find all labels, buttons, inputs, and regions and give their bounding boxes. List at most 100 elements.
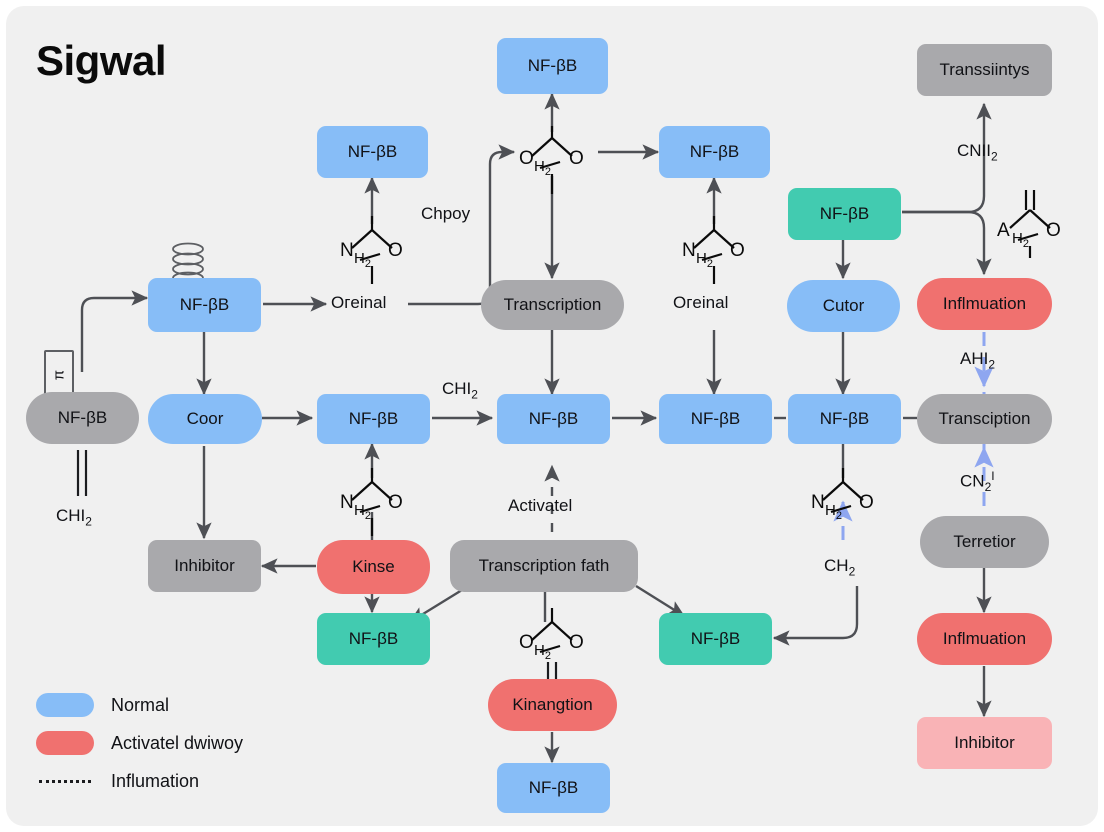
edge-label-cn2i: CN2I — [960, 469, 995, 495]
node-label: Coor — [186, 408, 224, 428]
node-transcription-fath[interactable]: Transcription fath — [450, 540, 638, 592]
chem-glyph-mid-left: N H2 O — [330, 466, 414, 536]
node-nf-kb-top-center[interactable]: NF-βB — [497, 38, 608, 94]
chem-glyph-top-center: O H2 O — [510, 124, 594, 194]
node-label: NF-βB — [690, 628, 741, 648]
node-nf-kb-helix[interactable]: NF-βB — [148, 278, 261, 332]
edge-label-odeinal-right: Oгeinal — [673, 293, 729, 312]
chem-atom-left: O — [519, 632, 534, 653]
node-label: Inflmuation — [942, 293, 1027, 313]
node-nf-kb-mid-3[interactable]: NF-βB — [659, 394, 772, 444]
legend-label: Activatel dwiwoy — [111, 732, 244, 753]
node-inflmuation-top[interactable]: Inflmuation — [917, 278, 1052, 330]
node-nf-kb-pi[interactable]: NF-βB — [26, 392, 139, 444]
edge-label-cnii2: CNII2 — [957, 141, 998, 164]
node-coor[interactable]: Coor — [148, 394, 262, 444]
node-label: Kinse — [352, 556, 395, 576]
chem-atom-right: O — [1046, 220, 1061, 241]
edge-label-ahi2: AHI2 — [960, 349, 996, 372]
node-label: Transsiintys — [939, 59, 1030, 79]
edge-label-odeinal-left: Oгeinal — [331, 293, 387, 312]
chem-atom-mid: H2 — [354, 250, 371, 270]
legend-label: Normal — [111, 694, 170, 715]
legend-item-activated: Activatel dwiwoy — [36, 730, 243, 756]
legend-swatch-normal — [36, 693, 94, 717]
node-label: NF-βB — [819, 408, 870, 428]
node-label: NF-βB — [179, 294, 230, 314]
node-nf-kb-top-left[interactable]: NF-βB — [317, 126, 428, 178]
chem-atom-left: N — [811, 492, 825, 513]
node-nf-kb-mid-1[interactable]: NF-βB — [317, 394, 430, 444]
chem-atom-left: N — [340, 240, 354, 261]
chem-atom-mid: H2 — [534, 642, 551, 662]
edge-label-activatel: Activatel — [508, 496, 573, 515]
page-title: Sigwal — [36, 37, 167, 84]
chem-atom-right: O — [859, 492, 874, 513]
node-label: Transcription — [503, 294, 602, 314]
chem-atom-mid: H2 — [354, 502, 371, 522]
node-label: NF-βB — [347, 141, 398, 161]
node-label: NF-βB — [689, 141, 740, 161]
node-label: NF-βB — [348, 408, 399, 428]
node-terretior[interactable]: Terretior — [920, 516, 1049, 568]
node-nf-kb-bottom[interactable]: NF-βB — [497, 763, 610, 813]
node-label: Transcription fath — [478, 555, 610, 575]
node-label: Transciption — [938, 408, 1031, 428]
node-label: Cutor — [822, 295, 865, 315]
chem-glyph-top-right: N H2 O — [672, 214, 756, 284]
legend-item-inflammation: Influmation — [36, 768, 199, 794]
node-label: NF-βB — [527, 55, 578, 75]
chem-atom-left: N — [682, 240, 696, 261]
edge-label-chi2-left: CHI2 — [56, 506, 92, 529]
legend-label: Influmation — [111, 770, 200, 791]
node-nf-kb-mid-4[interactable]: NF-βB — [788, 394, 901, 444]
chem-atom-left: N — [340, 492, 354, 513]
node-kinse[interactable]: Kinse — [317, 540, 430, 594]
node-nf-kb-top-right[interactable]: NF-βB — [659, 126, 770, 178]
node-label: Inhibitor — [174, 555, 235, 575]
node-label: NF-βB — [528, 777, 579, 797]
legend-swatch-activated — [36, 731, 94, 755]
node-label: NF-βB — [57, 407, 108, 427]
pi-glyph: π — [50, 369, 68, 381]
chem-glyph-top-left: N H2 O — [330, 214, 414, 284]
node-transsiintys[interactable]: Transsiintys — [917, 44, 1052, 96]
chem-atom-mid: H2 — [1012, 230, 1029, 250]
chem-glyph-mid-right: N H2 O — [801, 466, 885, 536]
legend-swatch-dashed — [39, 779, 91, 783]
node-nf-kb-green-bottom-right[interactable]: NF-βB — [659, 613, 772, 665]
node-label: Kinangtion — [512, 694, 593, 714]
node-cutor[interactable]: Cutor — [787, 280, 900, 332]
node-label: Terretior — [953, 531, 1016, 551]
chem-atom-left: A — [997, 220, 1010, 241]
node-label: NF-βB — [528, 408, 579, 428]
node-nf-kb-mid-2[interactable]: NF-βB — [497, 394, 610, 444]
node-inhibitor-right[interactable]: Inhibitor — [917, 717, 1052, 769]
chem-glyph-far-right: A H2 O — [988, 188, 1072, 260]
node-nf-kb-green-bottom-left[interactable]: NF-βB — [317, 613, 430, 665]
chem-atom-right: O — [388, 240, 403, 261]
node-nf-kb-green-top[interactable]: NF-βB — [788, 188, 901, 240]
node-label: Inflmuation — [942, 628, 1027, 648]
node-label: Inhibitor — [954, 732, 1015, 752]
node-transcription[interactable]: Transcription — [481, 280, 624, 330]
chem-atom-mid: H2 — [825, 502, 842, 522]
node-label: NF-βB — [819, 203, 870, 223]
node-inflmuation-bottom[interactable]: Inflmuation — [917, 613, 1052, 665]
edge-label-chpoy: Chpoy — [421, 204, 471, 223]
chem-atom-right: O — [388, 492, 403, 513]
chem-atom-right: O — [569, 148, 584, 169]
node-label: NF-βB — [348, 628, 399, 648]
legend-item-normal: Normal — [36, 692, 169, 718]
edge-label-ch2: CH2 — [824, 556, 856, 579]
chem-atom-mid: H2 — [696, 250, 713, 270]
node-inhibitor-left[interactable]: Inhibitor — [148, 540, 261, 592]
edge-label-chi2-mid: CHI2 — [442, 379, 478, 402]
node-label: NF-βB — [690, 408, 741, 428]
node-transciption[interactable]: Transciption — [917, 394, 1052, 444]
node-kinangtion[interactable]: Kinangtion — [488, 679, 617, 731]
chem-atom-mid: H2 — [534, 158, 551, 178]
chem-atom-left: O — [519, 148, 534, 169]
chem-atom-right: O — [569, 632, 584, 653]
